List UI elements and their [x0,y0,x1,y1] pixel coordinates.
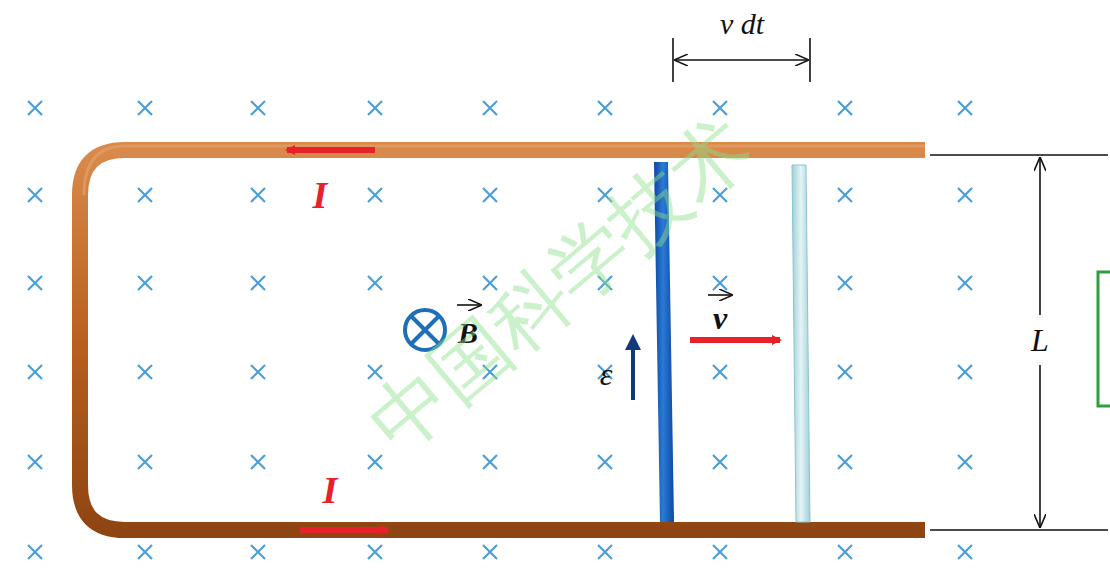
field-cross [958,455,972,469]
field-cross [713,455,727,469]
field-cross [958,276,972,290]
velocity-label: v [713,302,727,334]
green-frame [1098,272,1110,406]
dimension-extension [930,154,1108,156]
field-cross [483,101,497,115]
field-cross [251,276,265,290]
current-arrow [300,527,388,533]
field-cross [138,101,152,115]
field-cross [838,276,852,290]
dimension-line [1039,158,1041,315]
field-cross [598,455,612,469]
dimension-label: L [1027,322,1053,358]
field-cross [28,365,42,379]
field-cross [138,455,152,469]
field-cross [838,545,852,559]
field-cross [483,188,497,202]
magnetic-field-crosses [28,101,972,559]
field-cross [483,455,497,469]
field-cross [138,545,152,559]
field-cross [958,188,972,202]
field-cross [251,188,265,202]
field-cross [28,101,42,115]
field-cross [28,188,42,202]
field-cross [368,545,382,559]
field-cross [838,188,852,202]
dimension-line [1039,365,1041,527]
field-cross [251,545,265,559]
field-cross [251,101,265,115]
field-cross [28,455,42,469]
dimension-tick [672,38,674,82]
field-cross [368,455,382,469]
current-label: I [313,176,328,214]
field-cross [838,455,852,469]
field-cross [958,365,972,379]
field-cross [28,276,42,290]
field-cross [138,188,152,202]
field-cross [368,188,382,202]
field-cross [713,365,727,379]
field-cross [958,545,972,559]
field-cross [368,276,382,290]
dimension-extension [930,529,1108,531]
vector-arrow [708,294,732,296]
emf-label: ε [600,358,613,390]
field-cross [368,101,382,115]
field-cross [138,365,152,379]
dimension-tick [809,38,811,82]
field-cross [28,545,42,559]
watermark: 中国科学技术 [356,105,765,466]
dimension-label: v dt [720,9,764,39]
field-cross [251,365,265,379]
field-cross [958,101,972,115]
field-cross [598,101,612,115]
field-cross [598,545,612,559]
rod-later-position [792,165,810,522]
field-cross [838,365,852,379]
current-arrow [287,147,375,153]
field-cross [251,455,265,469]
field-cross [368,365,382,379]
field-cross [138,276,152,290]
velocity-arrow [690,337,780,343]
emf-arrow [631,342,635,400]
field-cross [713,276,727,290]
dimension-line [675,59,808,61]
field-cross [838,101,852,115]
current-label: I [323,471,338,509]
field-cross [713,545,727,559]
field-cross [483,545,497,559]
